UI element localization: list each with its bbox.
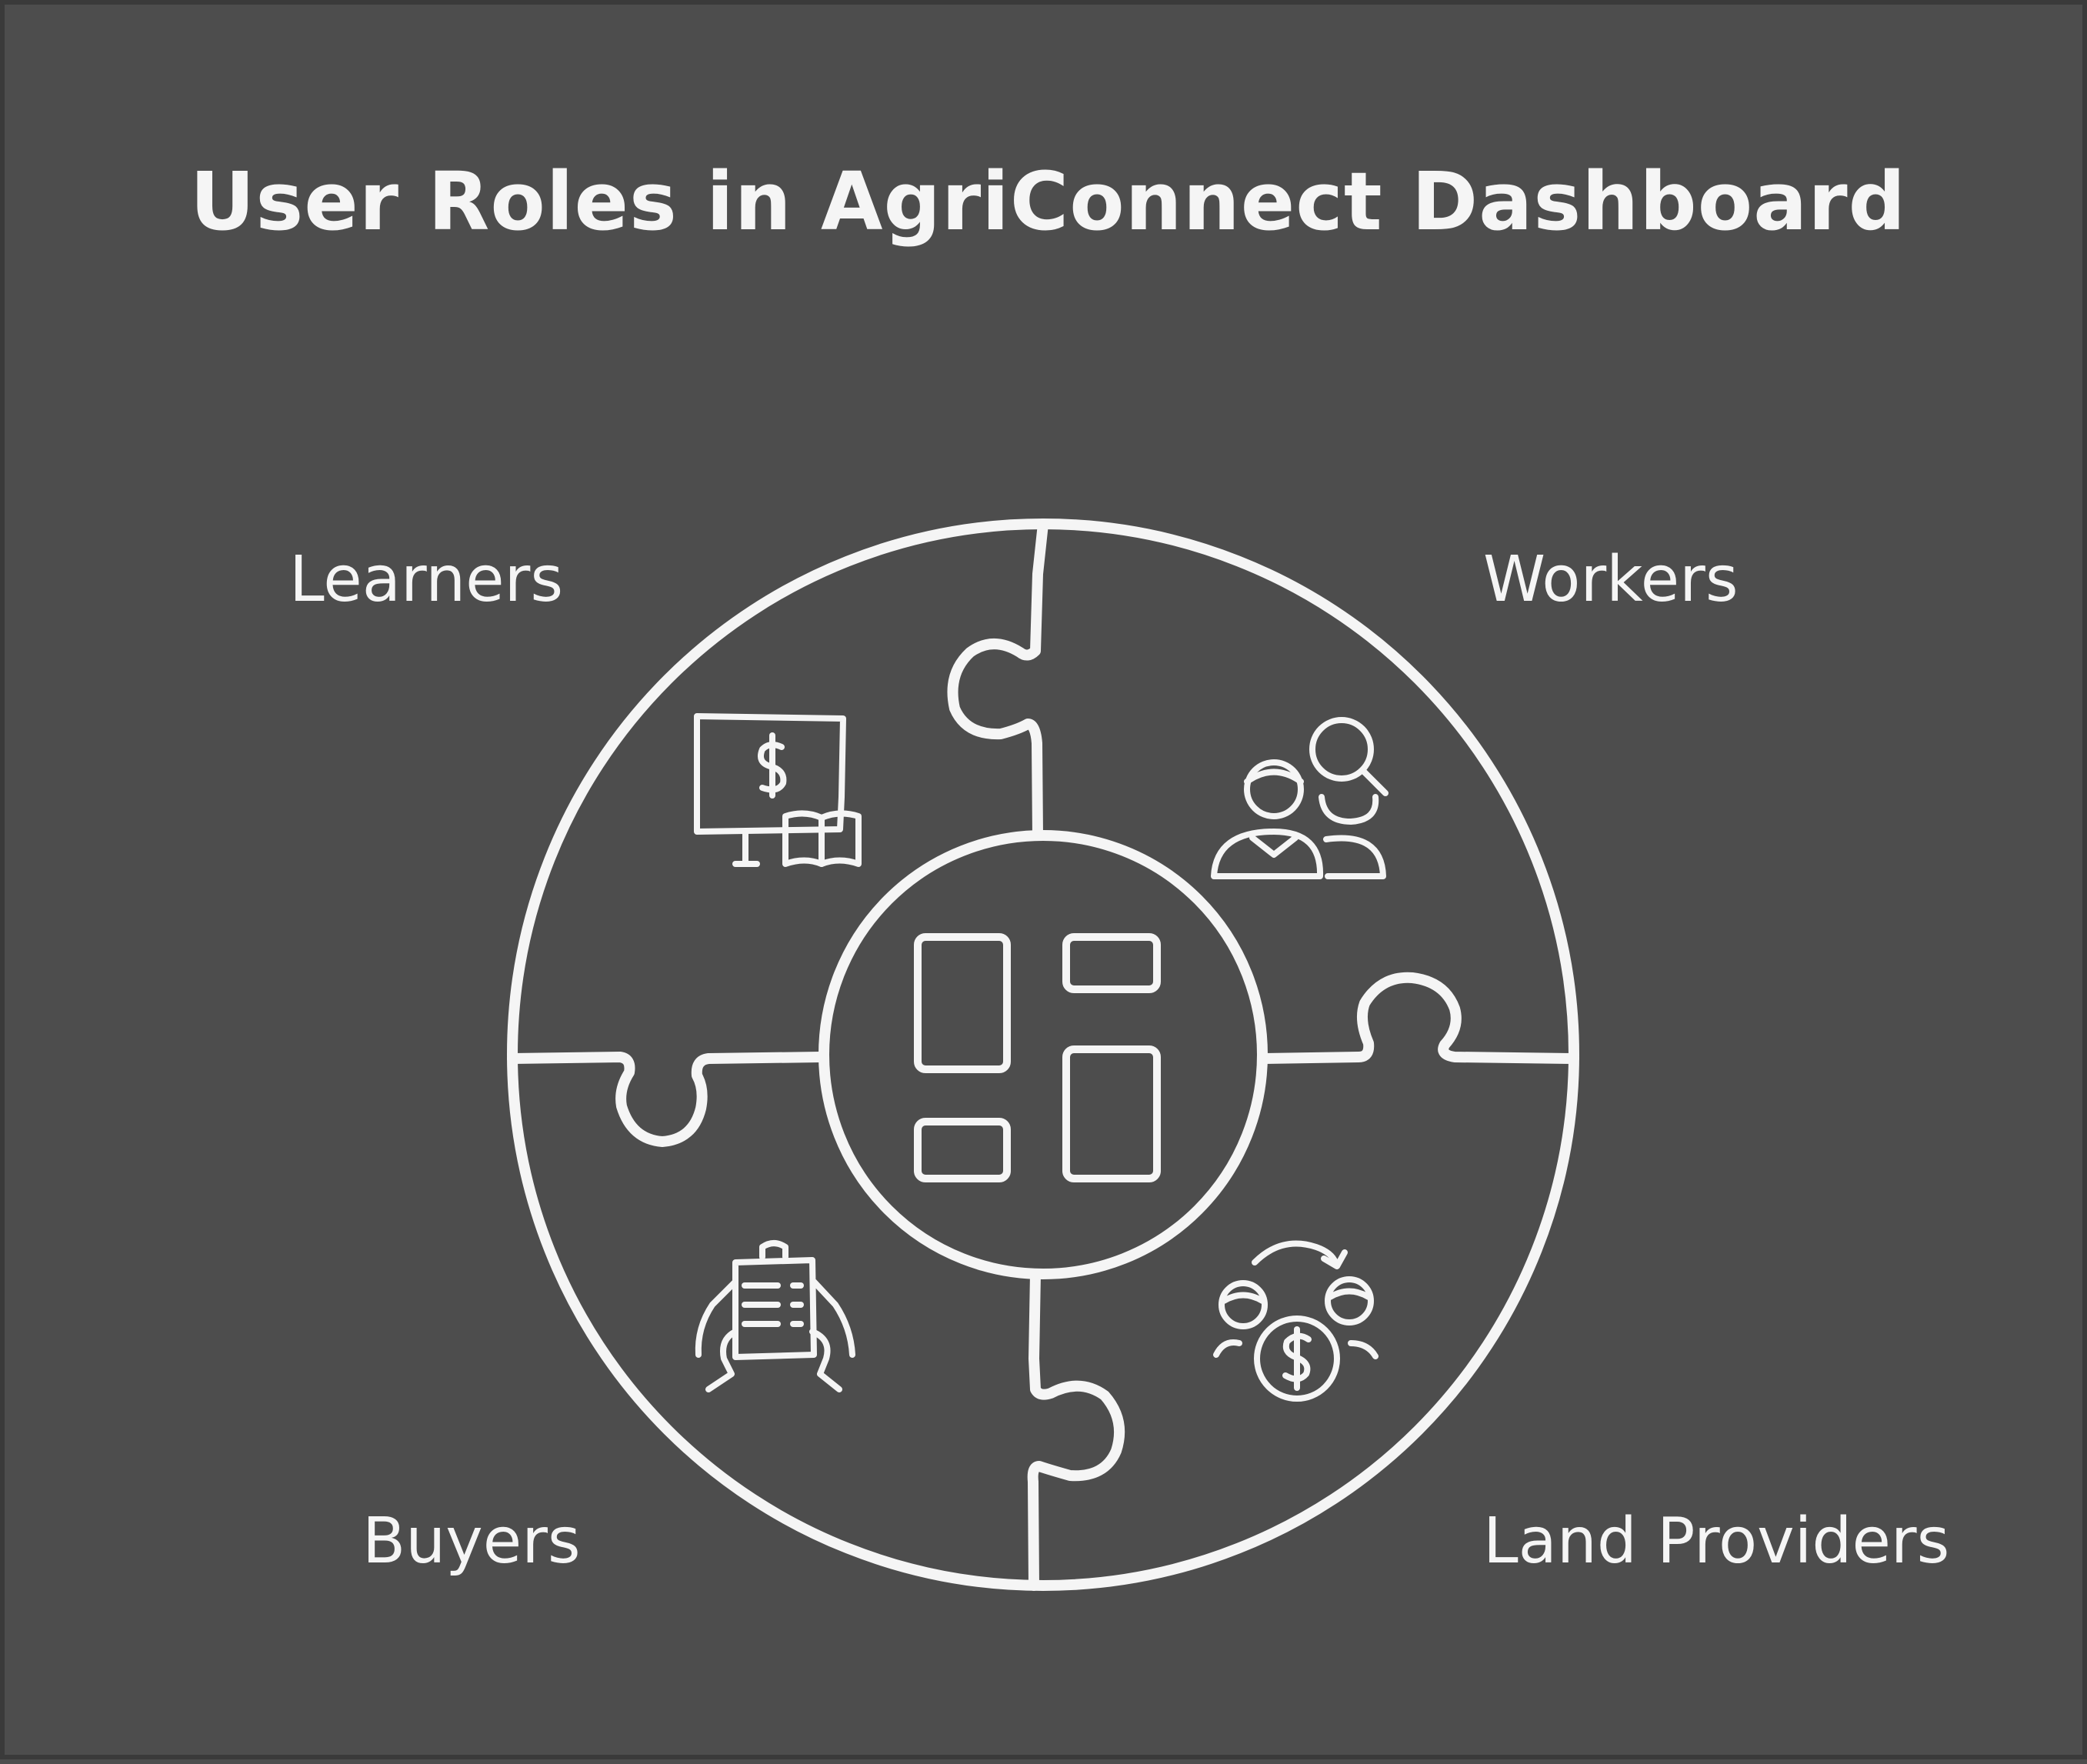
dashboard-layout-icon [914,933,1161,1182]
role-label-buyers: Buyers [362,1505,581,1578]
puzzle-divider-left [507,1052,825,1147]
puzzle-divider-bottom [1027,1269,1125,1591]
puzzle-circle-diagram [507,519,1579,1591]
hands-clipboard-icon [695,1240,855,1392]
role-label-learners: Learners [289,543,564,616]
outer-ring [507,519,1579,1591]
role-label-workers: Workers [1483,543,1739,616]
diagram-title: User Roles in AgriConnect Dashboard [189,155,1907,248]
inner-circle [818,830,1268,1279]
puzzle-divider-right [1257,972,1579,1064]
monitor-dollar-book-icon [694,713,862,867]
puzzle-divider-top [947,519,1049,841]
people-search-icon [1211,717,1389,879]
people-exchange-dollar-icon [1213,1240,1379,1402]
role-label-land-providers: Land Providers [1483,1505,1950,1578]
